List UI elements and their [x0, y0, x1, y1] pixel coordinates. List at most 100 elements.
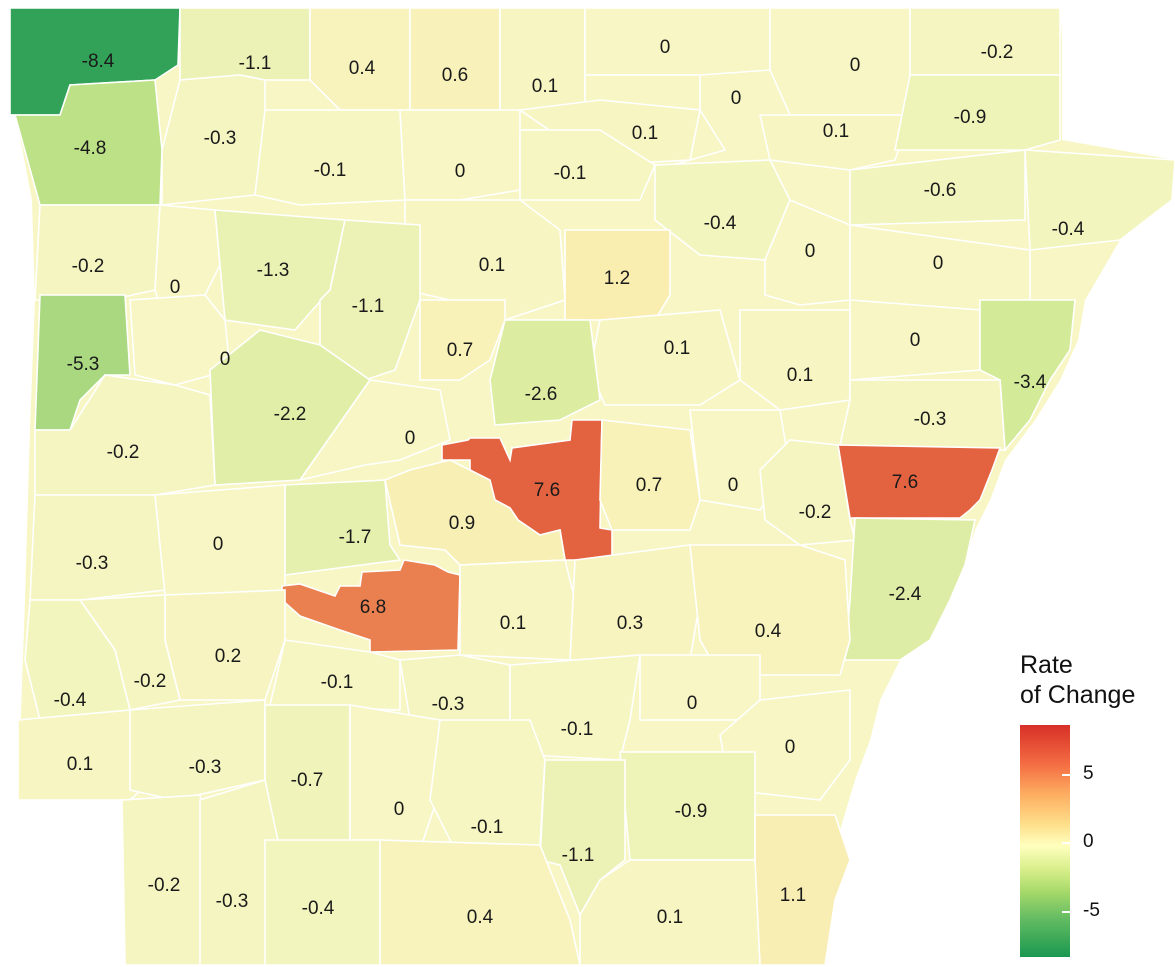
- county-value-label: -0.3: [189, 757, 222, 778]
- county-value-label: 0.6: [442, 65, 468, 86]
- county-value-label: -0.1: [471, 817, 504, 838]
- county-value-label: -0.2: [72, 256, 105, 277]
- county-value-label: 0: [220, 349, 231, 370]
- county-value-label: 0.7: [447, 340, 473, 361]
- county-value-label: -0.1: [554, 163, 587, 184]
- county-51: [459, 559, 576, 661]
- county-value-label: 0.4: [349, 58, 376, 79]
- county-value-label: 6.8: [360, 597, 386, 618]
- county-73: [379, 839, 581, 966]
- county-value-label: -0.3: [432, 694, 465, 715]
- legend-title-line1: Rate: [1020, 651, 1073, 679]
- county-value-label: 0: [687, 693, 698, 714]
- county-48: [384, 459, 566, 566]
- county-57: [269, 639, 401, 711]
- county-value-label: 0.1: [787, 365, 813, 386]
- county-52: [569, 544, 701, 661]
- county-36: [979, 299, 1076, 453]
- county-65: [349, 704, 441, 851]
- county-value-label: -8.4: [82, 51, 115, 72]
- county-54: [164, 589, 286, 701]
- county-44: [759, 439, 857, 546]
- county-value-label: -0.3: [914, 409, 947, 430]
- legend-tick-label-5: 5: [1083, 763, 1094, 784]
- county-value-label: -0.4: [1052, 219, 1085, 240]
- county-33: [739, 309, 851, 411]
- county-value-label: -0.2: [981, 42, 1014, 63]
- county-59: [639, 654, 761, 721]
- county-value-label: -4.8: [74, 138, 107, 159]
- county-47: [284, 479, 402, 576]
- legend-tick-mark-0: [1062, 842, 1070, 844]
- county-value-label: 0: [213, 534, 224, 555]
- county-value-label: -0.2: [148, 875, 181, 896]
- county-value-label: 0.2: [215, 646, 241, 667]
- county-value-label: -3.4: [1014, 372, 1047, 393]
- county-value-label: -2.4: [889, 584, 922, 605]
- county-value-label: -0.2: [107, 442, 140, 463]
- legend-tick-mark-5: [1062, 774, 1070, 776]
- county-49: [281, 559, 461, 653]
- county-6: [769, 7, 911, 116]
- county-value-label: 0.7: [636, 475, 662, 496]
- county-value-label: 0.1: [632, 123, 658, 144]
- county-value-label: -0.3: [204, 128, 237, 149]
- county-value-label: 0: [405, 428, 416, 449]
- county-24: [564, 229, 671, 321]
- county-value-label: -0.4: [704, 213, 737, 234]
- county-value-label: 0.1: [532, 76, 558, 97]
- county-value-label: -0.2: [134, 671, 167, 692]
- county-value-label: -2.6: [525, 384, 558, 405]
- county-value-label: -2.2: [274, 404, 307, 425]
- legend-tick-mark-neg5: [1062, 911, 1070, 913]
- county-value-label: -0.7: [291, 770, 324, 791]
- county-17: [849, 149, 1026, 226]
- county-value-label: 0.4: [467, 907, 494, 928]
- county-value-label: -0.2: [799, 502, 832, 523]
- county-value-label: 0.1: [657, 907, 683, 928]
- county-63: [129, 699, 266, 801]
- county-value-label: -0.3: [216, 891, 249, 912]
- county-value-label: -1.1: [239, 53, 272, 74]
- county-value-label: 1.1: [780, 885, 806, 906]
- county-value-label: -0.3: [76, 553, 109, 574]
- county-15: [399, 109, 521, 201]
- county-value-label: -1.1: [352, 296, 385, 317]
- county-value-label: -0.4: [302, 898, 335, 919]
- county-value-label: 0: [660, 37, 671, 58]
- county-16: [519, 129, 657, 201]
- county-value-label: 0: [728, 475, 739, 496]
- county-value-label: -0.1: [561, 719, 594, 740]
- county-14: [254, 109, 406, 206]
- county-3: [409, 7, 501, 111]
- county-value-label: -0.6: [924, 180, 957, 201]
- county-value-label: -0.4: [54, 690, 87, 711]
- county-13: [894, 74, 1061, 151]
- county-value-label: 0: [394, 799, 405, 820]
- legend-title: Rate of Change: [1020, 650, 1135, 710]
- county-39: [298, 379, 451, 482]
- legend-tick-label-0: 0: [1083, 831, 1094, 852]
- county-value-label: 0.9: [449, 513, 475, 534]
- county-value-label: 0: [850, 55, 861, 76]
- county-5: [584, 7, 771, 76]
- county-value-label: 0.1: [500, 613, 526, 634]
- county-value-label: 0: [785, 737, 796, 758]
- county-value-label: 0.1: [823, 121, 849, 142]
- county-53: [689, 544, 851, 676]
- county-value-label: 0: [170, 277, 181, 298]
- county-value-label: -0.9: [954, 107, 987, 128]
- legend-colorbar: [1020, 725, 1070, 957]
- county-value-label: 0: [805, 241, 816, 262]
- county-value-label: 1.2: [604, 268, 630, 289]
- county-30: [419, 299, 506, 381]
- legend-title-line2: of Change: [1020, 681, 1136, 709]
- county-45: [29, 494, 166, 601]
- county-value-label: -1.1: [562, 845, 595, 866]
- county-value-label: 7.6: [534, 480, 560, 501]
- legend-tick-label-neg5: -5: [1083, 900, 1100, 921]
- county-value-label: 0.1: [67, 754, 93, 775]
- county-value-label: -5.3: [67, 354, 100, 375]
- county-value-label: -1.3: [257, 260, 290, 281]
